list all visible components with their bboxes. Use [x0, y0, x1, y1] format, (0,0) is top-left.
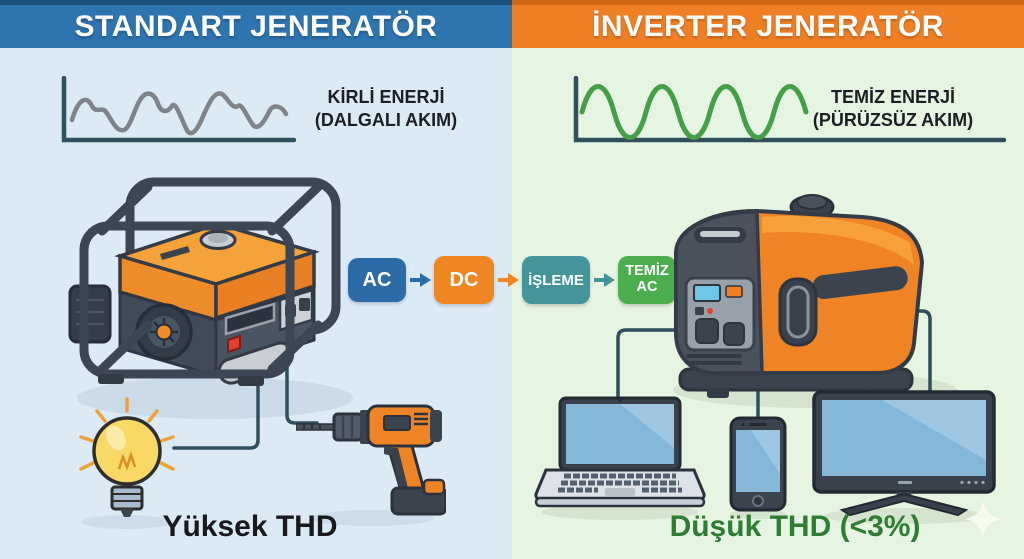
low-thd-label: Düşük THD (<3%): [669, 510, 921, 543]
dirty-power-label-line2: (DALGALI AKIM): [314, 109, 458, 130]
clean-power-label-line2: (PÜRÜZSÜZ AKIM): [812, 109, 974, 130]
clean-power-waveform: [573, 76, 1007, 143]
power-drill-icon: [296, 404, 446, 516]
standard-generator-title: STANDART JENERATÖR: [0, 0, 512, 48]
line-generator-to-tv: [908, 309, 932, 400]
conversion-flow: AC DC İŞLEME TEMİZ AC: [348, 256, 676, 304]
clean-power-label-line1: TEMİZ ENERJİ: [830, 87, 955, 107]
flow-step-isleme: İŞLEME: [522, 256, 590, 304]
lightbulb-icon: [79, 397, 175, 517]
flow-step-dc: DC: [434, 256, 494, 304]
arrow-right-icon: [410, 273, 431, 287]
inverter-title-text: İNVERTER JENERATÖR: [592, 9, 944, 43]
standard-title-text: STANDART JENERATÖR: [74, 9, 438, 43]
sparkle-icon: [964, 500, 1002, 538]
smartphone-icon: [729, 416, 787, 512]
flow-step-ac: AC: [348, 258, 406, 302]
line-generator-to-bulb: [172, 364, 260, 450]
flow-step-temiz-ac: TEMİZ AC: [618, 256, 676, 304]
arrow-right-icon: [594, 273, 615, 287]
line-generator-to-laptop: [616, 328, 696, 400]
line-generator-to-drill: [285, 360, 319, 425]
dirty-power-label-line1: KİRLİ ENERJİ: [327, 87, 445, 107]
flow-step-temiz-ac-label: TEMİZ AC: [625, 263, 669, 295]
inverter-generator-title: İNVERTER JENERATÖR: [512, 0, 1024, 48]
dirty-power-label: KİRLİ ENERJİ (DALGALI AKIM): [296, 86, 476, 131]
flow-step-ac-label: AC: [362, 268, 392, 291]
laptop-icon: [534, 396, 706, 508]
arrow-right-icon: [498, 273, 519, 287]
flow-step-dc-label: DC: [449, 268, 479, 291]
dirty-power-waveform: [61, 76, 296, 143]
inverter-generator-illustration: [674, 194, 925, 398]
clean-power-label: TEMİZ ENERJİ (PÜRÜZSÜZ AKIM): [798, 86, 988, 131]
open-frame-generator-illustration: [68, 177, 341, 386]
flow-step-isleme-label: İŞLEME: [528, 271, 584, 289]
high-thd-label: Yüksek THD: [162, 510, 338, 543]
television-icon: [812, 390, 996, 517]
